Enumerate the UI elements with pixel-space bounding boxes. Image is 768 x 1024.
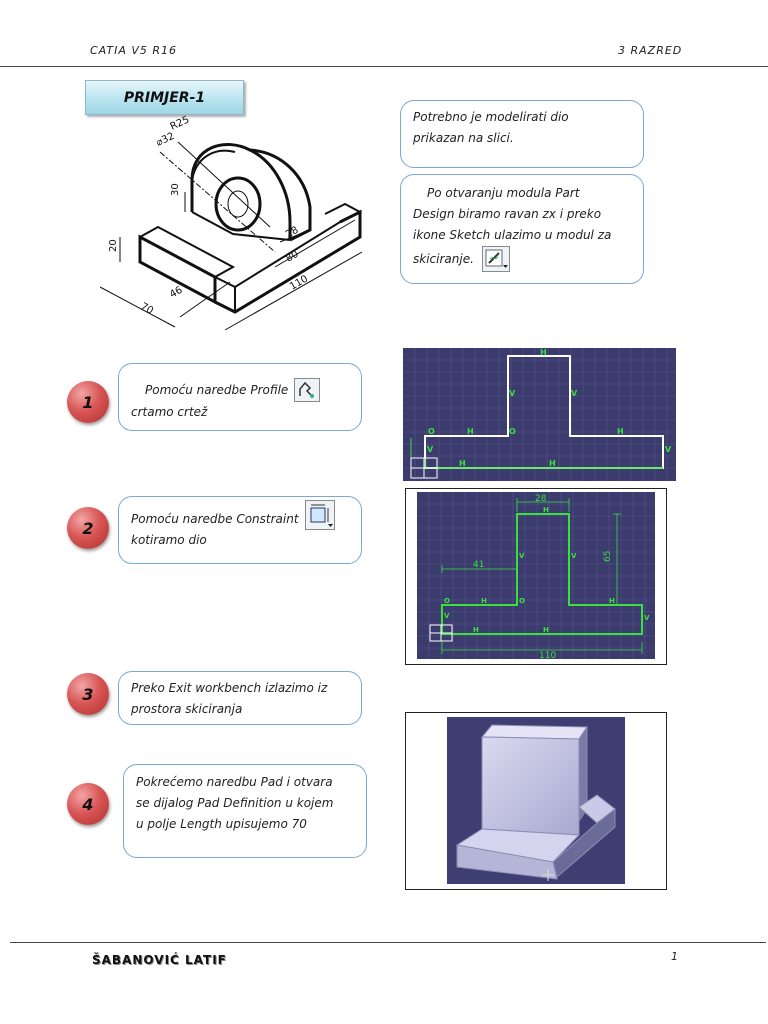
step-1-callout: Pomoću naredbe Profile crtamo crtež (118, 363, 362, 431)
dim-top-28: 28 (535, 494, 547, 504)
intro-p2-line-3: ikone Sketch ulazimo u modul za (413, 228, 612, 242)
dim-46: 46 (168, 285, 185, 301)
intro-line-1: Potrebno je modelirati dio (413, 110, 569, 124)
dim-20: 20 (108, 239, 119, 252)
svg-text:V: V (571, 552, 577, 560)
step-2-line-1: Pomoću naredbe Constraint (131, 512, 299, 526)
svg-text:V: V (644, 614, 650, 622)
svg-text:H: H (459, 459, 466, 468)
sketch-constraint-image: 28 65 41 110 H V V O H O H V V H H (417, 492, 655, 659)
sketch-icon[interactable] (481, 246, 510, 272)
svg-text:V: V (665, 445, 672, 454)
intro-line-2: prikazan na slici. (413, 131, 514, 145)
step-4-callout: Pokrećemo naredbu Pad i otvara se dijalo… (123, 764, 367, 858)
intro-p2-line-2: Design biramo ravan zx i preko (413, 207, 602, 221)
svg-text:V: V (519, 552, 525, 560)
svg-text:H: H (609, 597, 615, 605)
svg-text:V: V (444, 612, 450, 620)
step-4-badge: 4 (67, 783, 109, 825)
intro-callout-2: Po otvaranju modula Part Design biramo r… (400, 174, 644, 284)
title-box: PRIMJER-1 (85, 80, 244, 115)
author-name: ŠABANOVIĆ LATIF (92, 953, 227, 967)
svg-text:O: O (428, 427, 435, 436)
dim-bottom-110: 110 (539, 651, 556, 659)
svg-text:O: O (444, 597, 450, 605)
dim-r25: R25 (169, 114, 191, 132)
step-1-badge: 1 (67, 381, 109, 423)
step-3-callout: Preko Exit workbench izlazimo iz prostor… (118, 671, 362, 725)
dim-110: 110 (288, 274, 310, 293)
header-right: 3 RAZRED (618, 44, 683, 57)
svg-text:H: H (617, 427, 624, 436)
svg-text:V: V (571, 389, 578, 398)
step-2-callout: Pomoću naredbe Constraint kotiramo dio (118, 496, 362, 564)
svg-text:H: H (473, 626, 479, 634)
step-1-line-1-row: Pomoću naredbe Profile (131, 378, 349, 402)
step-2-line-1-row: Pomoću naredbe Constraint (131, 499, 349, 530)
profile-icon[interactable] (294, 378, 321, 402)
footer-rule (10, 942, 766, 943)
constraint-icon[interactable] (304, 499, 335, 530)
step-4-line-1: Pokrećemo naredbu Pad i otvara (136, 775, 333, 789)
dim-80: 80 (284, 249, 301, 265)
step-2-badge: 2 (67, 507, 109, 549)
sketch-profile-image: H V V O H O H V V H H (403, 348, 676, 481)
svg-text:H: H (543, 626, 549, 634)
svg-text:O: O (509, 427, 516, 436)
page-number: 1 (671, 950, 678, 963)
svg-text:H: H (481, 597, 487, 605)
header-rule (0, 66, 768, 67)
header-left: CATIA V5 R16 (90, 44, 178, 57)
step-1-line-1: Pomoću naredbe Profile (145, 382, 289, 397)
svg-text:H: H (543, 506, 549, 514)
step-1-line-2: crtamo crtež (131, 405, 208, 419)
dim-left-41: 41 (473, 560, 484, 570)
svg-text:H: H (467, 427, 474, 436)
dim-30: 30 (170, 183, 181, 196)
step-4-line-2: se dijalog Pad Definition u kojem (136, 796, 334, 810)
intro-p2-line-4: skiciranje. (413, 251, 474, 266)
technical-drawing: R25 ⌀32 30 20 28 80 110 46 70 (100, 114, 363, 331)
step-3-badge: 3 (67, 673, 109, 715)
pad-model-image (447, 717, 625, 884)
svg-text:H: H (540, 348, 547, 357)
intro-p2-line-4-row: skiciranje. (413, 246, 631, 272)
svg-text:H: H (549, 459, 556, 468)
svg-text:O: O (519, 597, 525, 605)
step-4-line-3: u polje Length upisujemo 70 (136, 817, 307, 831)
dim-right-65: 65 (603, 551, 613, 562)
svg-text:V: V (427, 445, 434, 454)
step-2-line-2: kotiramo dio (131, 533, 207, 547)
dim-28: 28 (284, 225, 301, 241)
step-3-line-1: Preko Exit workbench izlazimo iz (131, 681, 328, 695)
intro-p2-line-1: Po otvaranju modula Part (427, 186, 580, 200)
svg-text:V: V (509, 389, 516, 398)
step-3-line-2: prostora skiciranja (131, 702, 243, 716)
intro-callout-1: Potrebno je modelirati dio prikazan na s… (400, 100, 644, 168)
dim-d32: ⌀32 (155, 131, 177, 149)
